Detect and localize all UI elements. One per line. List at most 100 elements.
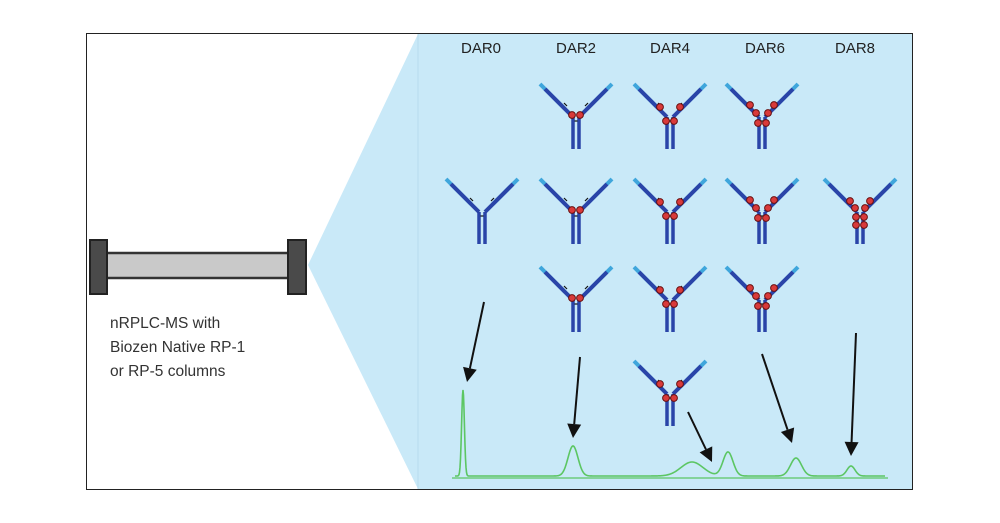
hinge-mark — [563, 197, 568, 202]
arrow-shaft — [468, 301, 485, 369]
drug-payload — [752, 292, 760, 300]
drug-payload — [762, 119, 770, 127]
hinge-mark — [563, 102, 568, 107]
drug-payload — [676, 286, 684, 294]
drug-payload — [576, 206, 584, 214]
drug-payload — [746, 284, 754, 292]
drug-payload — [754, 119, 762, 127]
heavy-chain — [577, 182, 609, 214]
column-cap-right — [287, 239, 307, 295]
drug-payload — [670, 394, 678, 402]
drug-payload — [752, 109, 760, 117]
heavy-chain — [543, 87, 575, 119]
antibody-icon — [632, 82, 708, 149]
drug-payload — [656, 103, 664, 111]
chromatography-column — [89, 239, 307, 295]
antibody-icon — [538, 265, 614, 332]
arrow-shaft — [850, 332, 857, 443]
drug-payload — [861, 204, 869, 212]
antibody-icon — [724, 265, 800, 332]
heavy-chain — [671, 87, 703, 119]
column-label-dar8: DAR8 — [835, 40, 875, 57]
drug-payload — [764, 292, 772, 300]
drug-payload — [670, 117, 678, 125]
drug-payload — [866, 197, 874, 205]
drug-payload — [746, 196, 754, 204]
drug-payload — [656, 286, 664, 294]
drug-payload — [746, 101, 754, 109]
drug-payload — [662, 300, 670, 308]
hinge-mark — [490, 197, 495, 202]
peak-arrow — [463, 301, 485, 382]
drug-payload — [576, 294, 584, 302]
peak-arrow — [567, 356, 582, 438]
drug-payload — [860, 213, 868, 221]
hinge-mark — [563, 285, 568, 290]
drug-payload — [662, 394, 670, 402]
arrow-head — [844, 441, 859, 456]
column-cap-left — [89, 239, 108, 295]
drug-payload — [662, 212, 670, 220]
caption-line: Biozen Native RP-1 — [110, 339, 245, 356]
heavy-chain — [637, 270, 669, 302]
method-caption: nRPLC-MS with Biozen Native RP-1 or RP-5… — [110, 315, 250, 380]
arrow-shaft — [761, 353, 789, 431]
heavy-chain — [577, 87, 609, 119]
drug-payload — [852, 213, 860, 221]
drug-payload — [662, 117, 670, 125]
drug-payload — [770, 196, 778, 204]
antibody-icon — [822, 177, 898, 244]
antibody-icon — [632, 265, 708, 332]
hinge-mark — [469, 197, 474, 202]
drug-payload — [851, 204, 859, 212]
drug-payload — [762, 302, 770, 310]
heavy-chain — [671, 364, 703, 396]
antibody-icon — [724, 82, 800, 149]
chromatogram-group — [452, 389, 888, 479]
heavy-chain — [449, 182, 481, 214]
drug-payload — [754, 302, 762, 310]
expansion-wedge — [308, 34, 418, 489]
drug-payload — [762, 214, 770, 222]
arrow-head — [699, 446, 713, 462]
caption-line: or RP-5 columns — [110, 363, 226, 380]
drug-payload — [852, 221, 860, 229]
arrow-head — [567, 423, 582, 438]
heavy-chain — [577, 270, 609, 302]
drug-payload — [770, 284, 778, 292]
antibody-icon — [632, 359, 708, 426]
peak-arrow — [761, 353, 795, 443]
drug-payload — [568, 206, 576, 214]
drug-payload — [656, 380, 664, 388]
antibody-icon — [444, 177, 520, 244]
drug-payload — [656, 198, 664, 206]
heavy-chain — [671, 270, 703, 302]
peak-arrow — [687, 411, 713, 462]
arrow-head — [463, 366, 477, 382]
heavy-chain — [637, 364, 669, 396]
hinge-mark — [584, 285, 589, 290]
drug-payload — [670, 300, 678, 308]
heavy-chain — [637, 87, 669, 119]
drug-payload — [568, 294, 576, 302]
drug-payload — [764, 204, 772, 212]
drug-payload — [676, 198, 684, 206]
drug-payload — [576, 111, 584, 119]
heavy-chain — [671, 182, 703, 214]
drug-payload — [752, 204, 760, 212]
column-label-dar0: DAR0 — [461, 40, 501, 57]
antibody-icon — [724, 177, 800, 244]
column-label-dar4: DAR4 — [650, 40, 690, 57]
antibody-icon — [538, 82, 614, 149]
drug-payload — [670, 212, 678, 220]
heavy-chain — [543, 182, 575, 214]
heavy-chain — [483, 182, 515, 214]
separation-panel — [418, 34, 912, 489]
column-label-dar6: DAR6 — [745, 40, 785, 57]
drug-payload — [846, 197, 854, 205]
drug-payload — [676, 380, 684, 388]
drug-payload — [860, 221, 868, 229]
arrow-head — [780, 427, 795, 443]
drug-payload — [770, 101, 778, 109]
